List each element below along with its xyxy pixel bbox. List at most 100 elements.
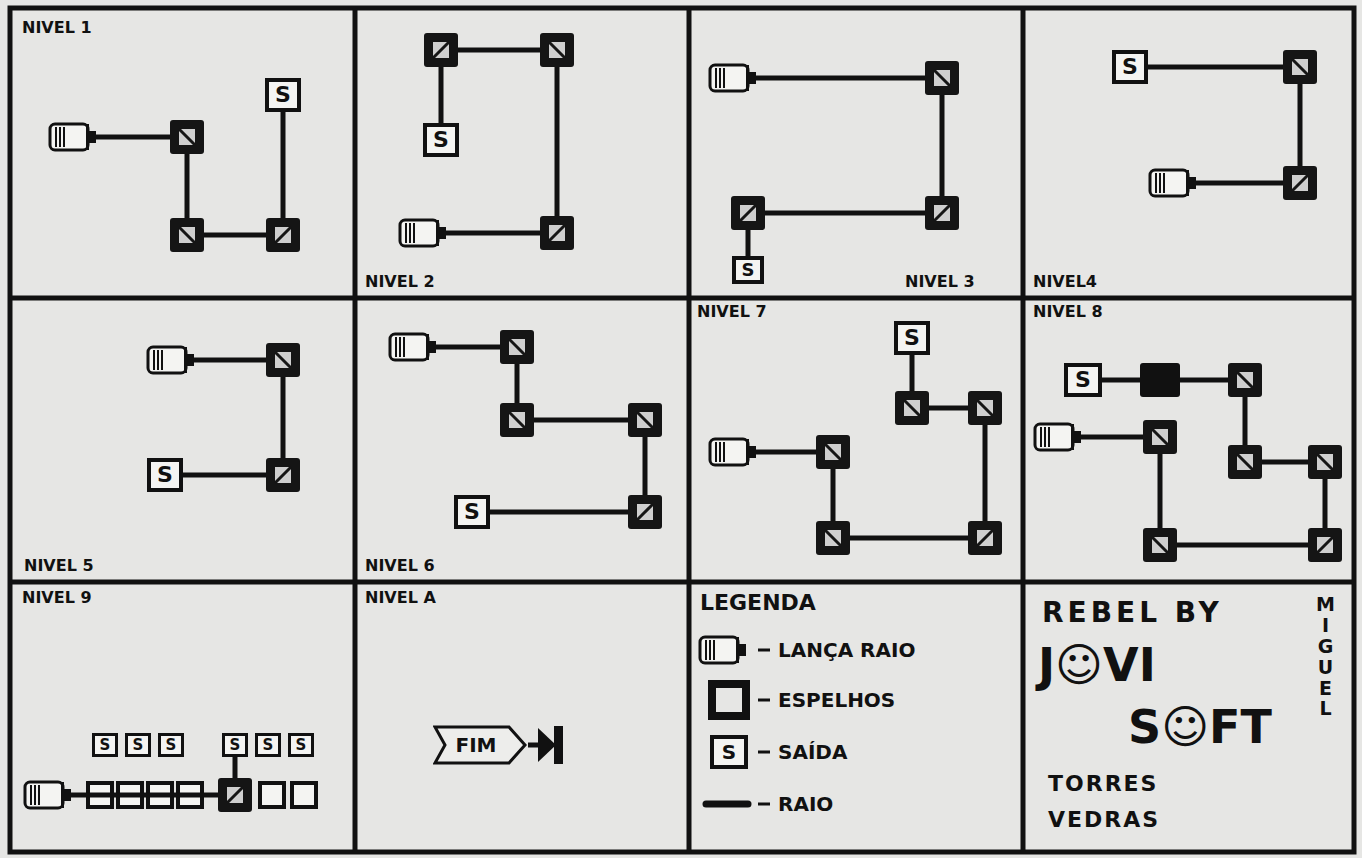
level-title: NIVEL4 bbox=[1033, 272, 1097, 292]
mirror bbox=[816, 435, 850, 469]
ray-launcher bbox=[400, 220, 446, 246]
mirror bbox=[628, 403, 662, 437]
mirror bbox=[218, 778, 252, 812]
legend-mirror-sample bbox=[712, 684, 746, 716]
level-panel: NIVEL 1 S bbox=[14, 12, 355, 298]
ray-launcher bbox=[390, 334, 436, 360]
end-bar bbox=[554, 726, 563, 764]
place-name: TORRES bbox=[1048, 770, 1158, 798]
mirror bbox=[968, 521, 1002, 555]
mirror bbox=[731, 196, 765, 230]
level-panel: NIVEL 7 S bbox=[689, 298, 1023, 582]
exit-box: S bbox=[125, 733, 151, 757]
mirror bbox=[266, 458, 300, 492]
legend-title: LEGENDA bbox=[700, 590, 816, 615]
mirror bbox=[895, 391, 929, 425]
exit-box: S bbox=[288, 733, 314, 757]
mirror bbox=[1308, 528, 1342, 562]
ray bbox=[1081, 380, 1325, 545]
exit-box: S bbox=[423, 123, 459, 157]
legend-text: RAIO bbox=[778, 791, 833, 817]
mirror bbox=[424, 33, 458, 67]
exit-box: S bbox=[158, 733, 184, 757]
mirror bbox=[1228, 363, 1262, 397]
mirror bbox=[925, 61, 959, 95]
level-panel: NIVEL 3 S bbox=[689, 12, 1023, 298]
mirror bbox=[540, 33, 574, 67]
mirror bbox=[500, 403, 534, 437]
mirror bbox=[968, 391, 1002, 425]
ray bbox=[96, 112, 283, 235]
exit-letter: S bbox=[230, 738, 241, 753]
level-title: NIVEL 3 bbox=[905, 272, 975, 292]
author-logo: S☺FT bbox=[1128, 700, 1272, 754]
mirror bbox=[816, 521, 850, 555]
level-panel: NIVEL A FIM bbox=[355, 582, 689, 850]
ray bbox=[436, 347, 645, 512]
level-title: NIVEL 7 bbox=[697, 302, 767, 322]
exit-letter: S bbox=[433, 129, 449, 151]
exit-box: S bbox=[255, 733, 281, 757]
ray bbox=[71, 757, 235, 795]
ray-launcher bbox=[1150, 170, 1196, 196]
exit-letter: S bbox=[464, 501, 480, 523]
exit-letter: S bbox=[1122, 56, 1138, 78]
ray-launcher bbox=[1035, 424, 1081, 450]
ray-launcher bbox=[710, 439, 756, 465]
mirror bbox=[628, 495, 662, 529]
mirror bbox=[1228, 445, 1262, 479]
end-arrow-head bbox=[538, 728, 556, 762]
exit-letter: S bbox=[166, 738, 177, 753]
block bbox=[1140, 363, 1180, 397]
level-title: NIVEL A bbox=[365, 588, 436, 608]
level-panel: NIVEL4 S bbox=[1023, 12, 1350, 298]
mirror bbox=[170, 120, 204, 154]
ray bbox=[756, 355, 985, 538]
end-label: FIM bbox=[455, 735, 496, 755]
game-title: REBEL BY bbox=[1042, 596, 1223, 630]
grid-lines bbox=[10, 8, 1354, 852]
mirror bbox=[540, 216, 574, 250]
level-panel: NIVEL 8S bbox=[1023, 298, 1350, 582]
exit-letter: S bbox=[296, 738, 307, 753]
author-name: MIGUEL bbox=[1316, 594, 1335, 719]
level-panel: NIVEL 2S bbox=[355, 12, 689, 298]
exit-letter: S bbox=[263, 738, 274, 753]
level-title: NIVEL 9 bbox=[22, 588, 92, 608]
mirror-square bbox=[292, 783, 316, 807]
exit-box: S bbox=[92, 733, 118, 757]
exit-letter: S bbox=[157, 464, 173, 486]
mirror bbox=[500, 330, 534, 364]
mirror bbox=[266, 343, 300, 377]
exit-box: S bbox=[265, 78, 301, 112]
legend-dashes bbox=[758, 650, 770, 804]
mirror-square bbox=[260, 783, 284, 807]
end-banner: FIM bbox=[433, 725, 527, 765]
legend-launcher-sample bbox=[700, 637, 746, 663]
level-title: NIVEL 1 bbox=[22, 18, 92, 38]
legend-exit-letter: S bbox=[712, 737, 746, 767]
ray bbox=[748, 78, 942, 256]
legend-text: ESPELHOS bbox=[778, 687, 895, 713]
exit-box: S bbox=[222, 733, 248, 757]
exit-letter: S bbox=[904, 327, 920, 349]
legend-text: SAÍDA bbox=[778, 739, 847, 765]
exit-letter: S bbox=[133, 738, 144, 753]
legend-ray-sample bbox=[706, 801, 748, 808]
level-panel: NIVEL 6 S bbox=[355, 298, 689, 582]
mirror bbox=[1143, 528, 1177, 562]
level-panel: NIVEL 9SSSSSS bbox=[14, 582, 355, 850]
ray-launcher bbox=[710, 65, 756, 91]
mirror bbox=[925, 196, 959, 230]
mirror bbox=[1308, 445, 1342, 479]
exit-box: S bbox=[147, 458, 183, 492]
exit-box: S bbox=[732, 256, 764, 284]
exit-box: S bbox=[1112, 50, 1148, 84]
level-title: NIVEL 5 bbox=[24, 556, 94, 576]
exit-box: S bbox=[454, 495, 490, 529]
ray-launcher bbox=[25, 782, 71, 808]
mirror bbox=[1283, 50, 1317, 84]
legend-exit-sample bbox=[712, 737, 746, 767]
ray-launcher bbox=[50, 124, 96, 150]
level-title: NIVEL 6 bbox=[365, 556, 435, 576]
